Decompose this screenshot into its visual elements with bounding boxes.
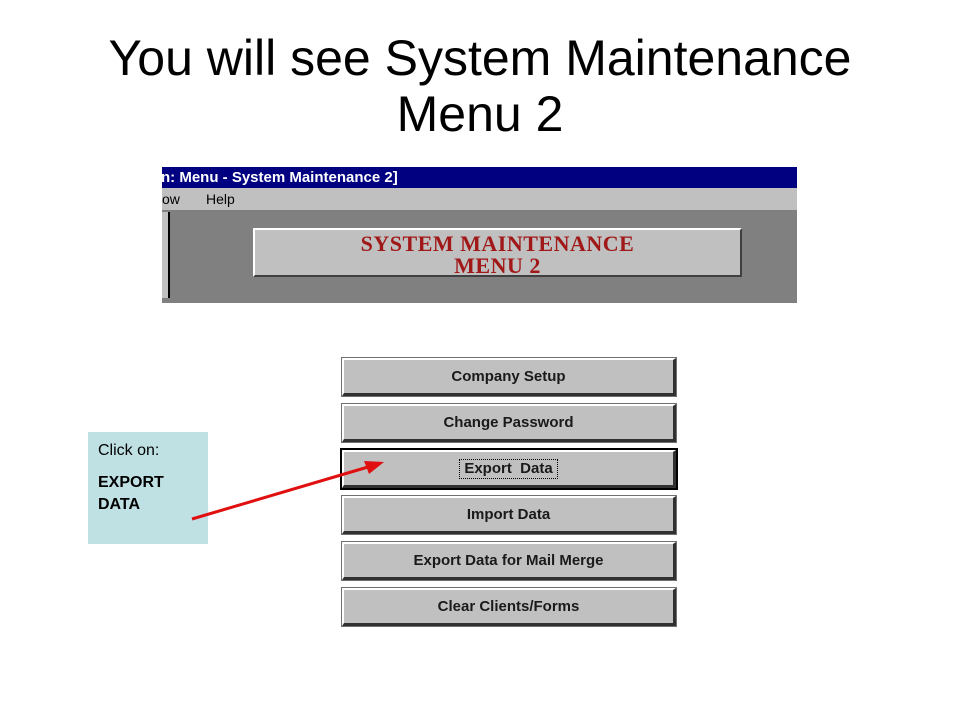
export-mail-merge-label: Export Data for Mail Merge — [413, 552, 604, 569]
menu-heading-line-1: SYSTEM MAINTENANCE — [360, 231, 635, 256]
window-title-bar[interactable]: n: Menu - System Maintenance 2] — [162, 167, 797, 188]
change-password-button[interactable]: Change Password — [341, 403, 677, 443]
export-data-label: Export Data — [459, 459, 558, 479]
change-password-label: Change Password — [443, 414, 574, 431]
menu-item-help[interactable]: Help — [206, 191, 235, 207]
menu-item-window[interactable]: ow — [162, 191, 180, 207]
clear-clients-forms-label: Clear Clients/Forms — [437, 598, 580, 615]
slide-title-line-2: Menu 2 — [396, 86, 564, 142]
export-mail-merge-button[interactable]: Export Data for Mail Merge — [341, 541, 677, 581]
export-data-button[interactable]: Export Data — [340, 448, 678, 490]
callout-lead: Click on: — [98, 442, 160, 459]
callout-target-line-2: DATA — [98, 496, 141, 513]
menu-bar: ow Help — [162, 188, 797, 210]
app-window-crop: n: Menu - System Maintenance 2] ow Help … — [162, 167, 797, 303]
toolbar-edge — [162, 212, 170, 298]
company-setup-button[interactable]: Company Setup — [341, 357, 677, 397]
import-data-button[interactable]: Import Data — [341, 495, 677, 535]
company-setup-label: Company Setup — [451, 368, 566, 385]
callout-target-line-1: EXPORT — [98, 474, 164, 491]
menu-heading: SYSTEM MAINTENANCE MENU 2 — [253, 228, 742, 277]
slide-title-line-1: You will see System Maintenance — [108, 30, 852, 86]
menu-heading-line-2: MENU 2 — [454, 253, 541, 278]
slide-title: You will see System Maintenance Menu 2 — [40, 30, 920, 142]
import-data-label: Import Data — [466, 506, 551, 523]
clear-clients-forms-button[interactable]: Clear Clients/Forms — [341, 587, 677, 627]
instruction-callout: Click on: EXPORT DATA — [88, 432, 208, 544]
